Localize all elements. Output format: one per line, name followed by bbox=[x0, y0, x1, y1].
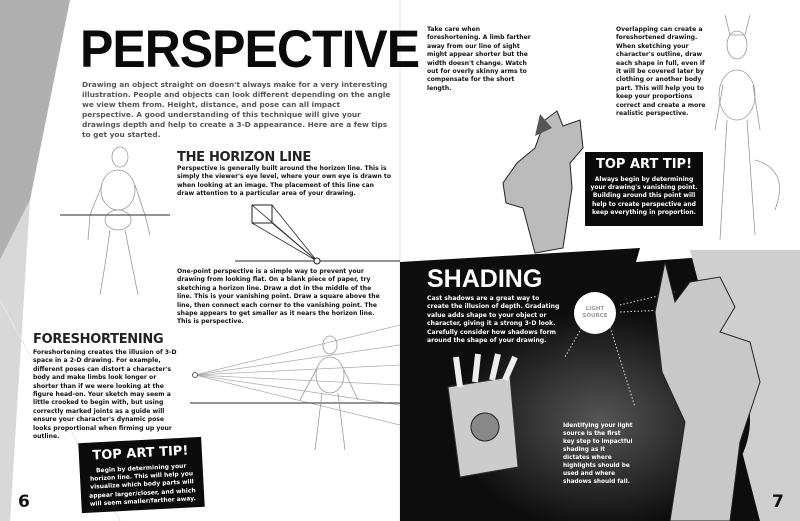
light-rays bbox=[447, 262, 761, 521]
tip-text: Always begin by determining your drawing… bbox=[590, 176, 698, 216]
tip-heading: TOP ART TIP! bbox=[92, 443, 189, 464]
shading-heading: SHADING bbox=[427, 265, 543, 293]
horizon-heading: THE HORIZON LINE bbox=[177, 150, 311, 165]
intro-text: Drawing an object straight on doesn't al… bbox=[82, 80, 391, 139]
horizon-text: Perspective is generally built around th… bbox=[177, 165, 392, 198]
shading-text: Cast shadows are a great way to create t… bbox=[427, 295, 560, 345]
armored-character-illustration bbox=[502, 110, 584, 254]
page-number: 7 bbox=[772, 492, 784, 512]
foreshortening-note: Take care when foreshortening. A limb fa… bbox=[427, 26, 531, 92]
cat-character-sketch bbox=[714, 14, 780, 241]
foreshortening-diagram bbox=[190, 325, 400, 451]
horizon-diagram bbox=[60, 204, 400, 265]
left-art-tip: TOP ART TIP! Begin by determining your h… bbox=[78, 436, 205, 514]
one-point-text: One-point perspective is a simple way to… bbox=[177, 268, 380, 326]
foreshortening-heading: FORESHORTENING bbox=[33, 332, 164, 347]
light-note: Identifying your light source is the fir… bbox=[563, 423, 633, 485]
light-source-badge: LIGHT SOURCE bbox=[574, 292, 616, 334]
right-art-tip: TOP ART TIP! Always begin by determining… bbox=[585, 152, 703, 226]
page-title: PERSPECTIVE bbox=[80, 19, 420, 79]
foreshortening-text: Foreshortening creates the illusion of 3… bbox=[33, 349, 177, 441]
tip-text: Begin by determining your horizon line. … bbox=[89, 462, 197, 508]
tip-heading: TOP ART TIP! bbox=[595, 157, 692, 172]
overlapping-note: Overlapping can create a foreshortened d… bbox=[616, 26, 706, 118]
page-number: 6 bbox=[18, 492, 30, 512]
